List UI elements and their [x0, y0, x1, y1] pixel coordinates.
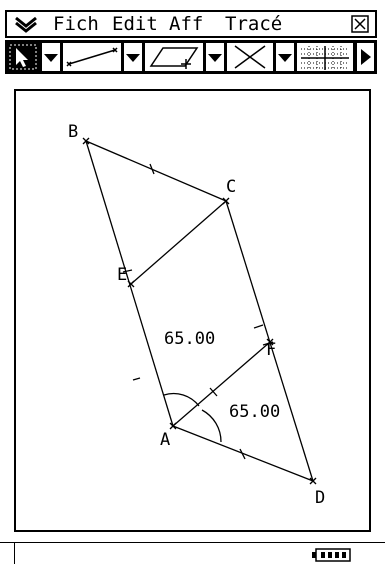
- battery-icon: [312, 547, 352, 566]
- tick-mark-ab: [132, 377, 141, 381]
- angle-measure-fad[interactable]: 65.00: [229, 402, 280, 422]
- menu-bar: Fich Edit Aff Tracé: [5, 10, 377, 38]
- menu-trace[interactable]: Tracé: [225, 13, 283, 35]
- point-label-a[interactable]: A: [160, 430, 170, 450]
- pointer-icon: [9, 44, 37, 70]
- grid-tool-button[interactable]: [297, 43, 353, 71]
- double-chevron-down-icon[interactable]: [13, 14, 39, 38]
- select-tool-button[interactable]: [8, 43, 38, 71]
- menu-aff[interactable]: Aff: [169, 13, 204, 35]
- dropdown-arrow-icon: [278, 54, 292, 62]
- toolbar: [5, 40, 377, 74]
- point-marker-f-2: [266, 338, 274, 346]
- dropdown-arrow-icon: [44, 54, 58, 62]
- point-marker-d-2: [309, 477, 317, 485]
- segment-ce[interactable]: [130, 200, 227, 285]
- intersection-icon: [234, 45, 266, 69]
- point-marker-e-2: [127, 280, 135, 288]
- point-label-e[interactable]: E: [117, 265, 127, 285]
- grid-icon: [301, 46, 349, 70]
- angle-arc-bae[interactable]: [163, 392, 200, 407]
- intersection-tool-button[interactable]: [227, 43, 273, 71]
- tick-mark-ae: [122, 269, 133, 273]
- tick-mark-da: [239, 448, 246, 460]
- polygon-dropdown-button[interactable]: [206, 43, 224, 71]
- tick-mark-bc: [149, 163, 155, 175]
- menu-fich[interactable]: Fich: [53, 13, 99, 35]
- menu-edit[interactable]: Edit: [112, 13, 158, 35]
- pointer-dropdown-button[interactable]: [42, 43, 60, 71]
- segment-dropdown-button[interactable]: [124, 43, 142, 71]
- segment-af[interactable]: [172, 341, 271, 427]
- segment-tool-button[interactable]: [63, 43, 121, 71]
- toolbar-scroll-right-button[interactable]: [357, 43, 374, 71]
- segment-bc[interactable]: [85, 140, 227, 202]
- close-box-icon[interactable]: [351, 15, 369, 33]
- status-divider: [14, 543, 15, 564]
- point-label-d[interactable]: D: [315, 488, 325, 508]
- intersection-dropdown-button[interactable]: [276, 43, 294, 71]
- point-label-f[interactable]: F: [266, 340, 276, 360]
- point-label-b[interactable]: B: [68, 122, 78, 142]
- parallelogram-icon: [149, 47, 199, 69]
- polygon-tool-button[interactable]: [145, 43, 203, 71]
- segment-da[interactable]: [172, 425, 314, 482]
- segment-ab[interactable]: [85, 140, 174, 427]
- point-marker-b-2: [82, 137, 90, 145]
- point-marker-a-2: [169, 422, 177, 430]
- point-marker-c-2: [222, 197, 230, 205]
- arrow-right-icon: [361, 49, 371, 65]
- geometry-figure[interactable]: B C E F A D 65.00 65.00: [16, 91, 369, 530]
- tick-mark-cd: [253, 324, 264, 329]
- point-label-c[interactable]: C: [226, 177, 236, 197]
- angle-arc-fad[interactable]: [201, 409, 222, 443]
- tick-mark-af: [209, 387, 218, 397]
- status-bar: [0, 542, 385, 564]
- dropdown-arrow-icon: [126, 54, 140, 62]
- geometry-canvas[interactable]: B C E F A D 65.00 65.00: [14, 89, 371, 532]
- segment-icon: [66, 47, 118, 67]
- dropdown-arrow-icon: [208, 54, 222, 62]
- angle-measure-bae[interactable]: 65.00: [164, 329, 215, 349]
